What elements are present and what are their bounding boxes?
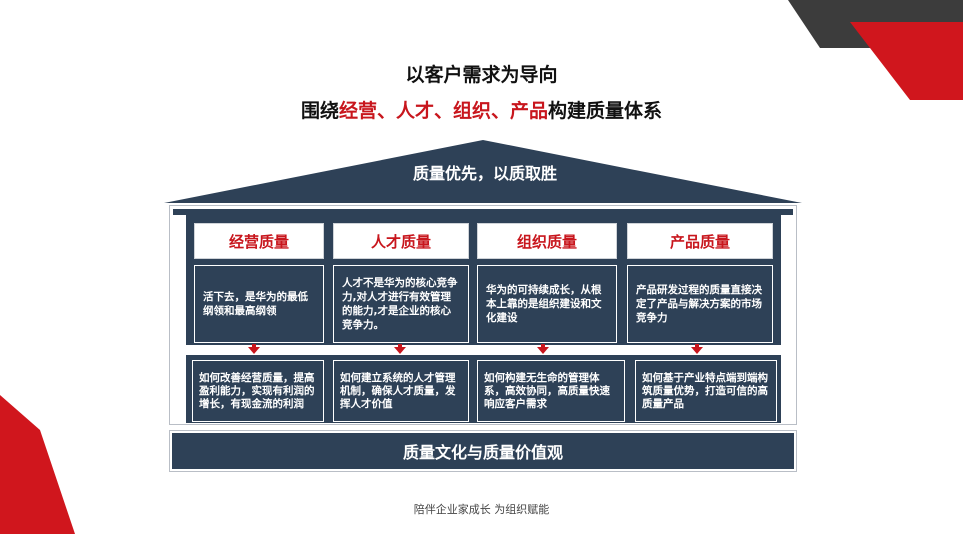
- subtitle-suffix: 构建质量体系: [548, 100, 663, 122]
- arrow-stem: [695, 344, 699, 347]
- pillar-question-business: 如何改善经营质量，提高盈利能力，实现有利润的增长，有现金流的利润: [192, 360, 324, 422]
- arrow-stem: [398, 344, 402, 347]
- pillar-header-organization: 组织质量: [477, 223, 617, 259]
- down-arrow-icon: [691, 347, 703, 354]
- foundation-label: 质量文化与质量价值观: [172, 433, 794, 469]
- pillar-desc-business: 活下去，是华为的最低纲领和最高纲领: [194, 265, 324, 343]
- arrow-stem: [541, 344, 545, 347]
- down-arrow-icon: [248, 347, 260, 354]
- page-title: 以客户需求为导向: [405, 64, 558, 86]
- pillar-desc-talent: 人才不是华为的核心竞争力,对人才进行有效管理的能力,才是企业的核心竞争力。: [333, 265, 469, 343]
- frame-top-band: [173, 209, 793, 215]
- arrow-stem: [252, 344, 256, 347]
- down-arrow-icon: [537, 347, 549, 354]
- subtitle-highlight: 经营、人才、组织、产品: [338, 100, 548, 122]
- down-arrow-icon: [394, 347, 406, 354]
- pillar-desc-organization: 华为的可持续成长，从根本上靠的是组织建设和文化建设: [477, 265, 617, 343]
- pillar-desc-product: 产品研发过程的质量直接决定了产品与解决方案的市场竞争力: [627, 265, 773, 343]
- roof-label: 质量优先，以质取胜: [412, 164, 557, 183]
- pillar-question-organization: 如何构建无生命的管理体系，高效协同，高质量快速响应客户需求: [477, 360, 625, 422]
- corner-red-shape-top-right: [850, 22, 963, 100]
- subtitle-prefix: 围绕: [300, 100, 339, 122]
- pillar-header-business: 经营质量: [194, 223, 324, 259]
- pillar-header-product: 产品质量: [627, 223, 773, 259]
- roof-shape: [164, 140, 802, 203]
- pillar-header-talent: 人才质量: [333, 223, 469, 259]
- corner-red-shape-bottom-left: [0, 395, 75, 534]
- footer-slogan: 陪伴企业家成长 为组织赋能: [413, 503, 550, 516]
- pillar-question-talent: 如何建立系统的人才管理机制，确保人才质量，发挥人才价值: [333, 360, 469, 422]
- pillar-question-product: 如何基于产业特点端到端构筑质量优势，打造可信的高质量产品: [635, 360, 777, 422]
- page-subtitle: 围绕经营、人才、组织、产品构建质量体系: [0, 96, 963, 123]
